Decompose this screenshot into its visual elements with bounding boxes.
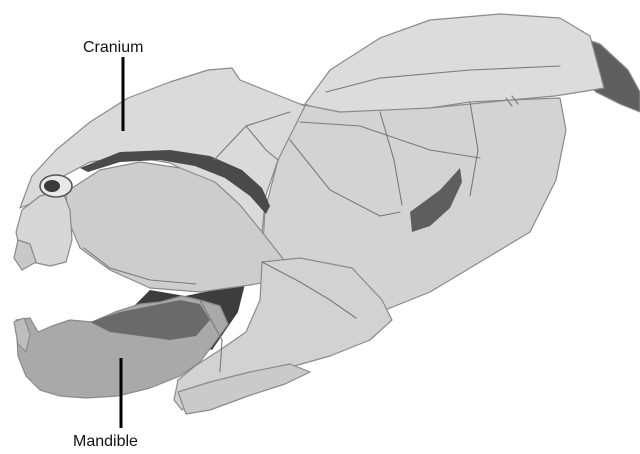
mandible-label: Mandible — [73, 433, 138, 450]
cranium-label: Cranium — [83, 39, 143, 56]
eye-socket-inner — [44, 180, 60, 192]
